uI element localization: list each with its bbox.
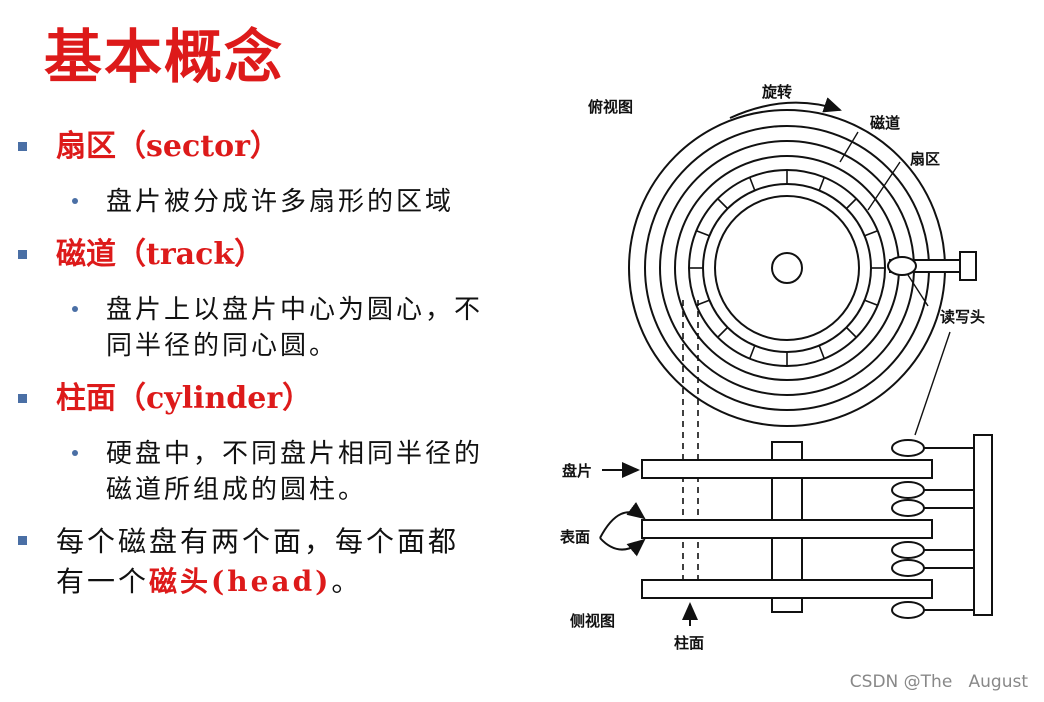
head-line2-prefix: 有一个: [56, 565, 150, 598]
dot-bullet-icon: [72, 198, 78, 204]
track-ring: [714, 195, 860, 341]
sector-label: 扇区: [910, 150, 940, 168]
square-bullet-icon: [18, 142, 27, 151]
bullet-head: 每个磁盘有两个面，每个面都 有一个磁头(head)。: [18, 522, 538, 602]
top-view-label: 俯视图: [588, 98, 633, 116]
watermark: CSDN @The August: [849, 672, 1028, 692]
sector-leader: [867, 161, 901, 211]
track-ring: [674, 155, 900, 381]
cylinder-label: 柱面: [674, 634, 704, 652]
surface-arrow-bottom: [599, 537, 646, 557]
desc-track-line1: 盘片上以盘片中心为圆心，不: [106, 295, 484, 325]
square-bullet-icon: [18, 250, 27, 259]
track-ring: [702, 183, 872, 353]
term-head: 磁头(head): [149, 565, 332, 598]
track-label: 磁道: [870, 114, 900, 132]
spindle-hole: [771, 252, 803, 284]
head-line2-suffix: 。: [331, 565, 363, 598]
surface-arrow-top: [599, 502, 646, 539]
top-view: [628, 97, 977, 436]
desc-cylinder: 硬盘中，不同盘片相同半径的 磁道所组成的圆柱。: [18, 436, 538, 508]
desc-cylinder-line2: 磁道所组成的圆柱。: [106, 475, 368, 505]
term-sector: 扇区（sector）: [56, 129, 280, 164]
platter-2: [641, 519, 933, 539]
square-bullet-icon: [18, 536, 27, 545]
desc-track: 盘片上以盘片中心为圆心，不 同半径的同心圆。: [18, 292, 538, 364]
track-leader: [839, 131, 859, 163]
head-line1: 每个磁盘有两个面，每个面都: [56, 525, 460, 558]
head-arms: [891, 439, 974, 619]
head-leader: [907, 274, 929, 307]
term-cylinder: 柱面（cylinder）: [56, 381, 313, 416]
platter-3: [641, 579, 933, 599]
concept-list: 扇区（sector） 盘片被分成许多扇形的区域 磁道（track） 盘片上以盘片…: [18, 128, 538, 602]
track-ring: [644, 125, 930, 411]
read-write-head-top: [887, 251, 977, 281]
actuator-post: [973, 434, 993, 616]
head-line2: 有一个磁头(head)。: [56, 562, 538, 602]
rotation-label: 旋转: [761, 83, 792, 101]
rotation-arrow: [729, 97, 842, 119]
desc-cylinder-line1: 硬盘中，不同盘片相同半径的: [106, 439, 484, 469]
desc-track-line2: 同半径的同心圆。: [106, 331, 339, 361]
desc-sector: 盘片被分成许多扇形的区域: [18, 184, 538, 220]
bullet-track: 磁道（track）: [18, 236, 538, 274]
dot-bullet-icon: [72, 450, 78, 456]
bullet-sector: 扇区（sector）: [18, 128, 538, 166]
surface-label: 表面: [560, 528, 590, 546]
head-leader-side: [914, 331, 951, 436]
side-view-label: 侧视图: [570, 612, 615, 630]
disk-diagram: 俯视图 旋转 磁道 扇区 读写头 盘片 表面 侧视图 柱面: [560, 83, 993, 652]
side-view: [599, 434, 993, 626]
cylinder-guides: [682, 300, 699, 598]
bullet-cylinder: 柱面（cylinder）: [18, 380, 538, 418]
platter-1: [641, 459, 933, 479]
dot-bullet-icon: [72, 306, 78, 312]
desc-sector-text: 盘片被分成许多扇形的区域: [106, 187, 455, 217]
square-bullet-icon: [18, 394, 27, 403]
page-title: 基本概念: [44, 23, 285, 91]
head-label: 读写头: [940, 308, 985, 326]
term-track: 磁道（track）: [56, 237, 265, 272]
platter-label: 盘片: [562, 462, 592, 480]
sector-dividers: [689, 170, 885, 366]
